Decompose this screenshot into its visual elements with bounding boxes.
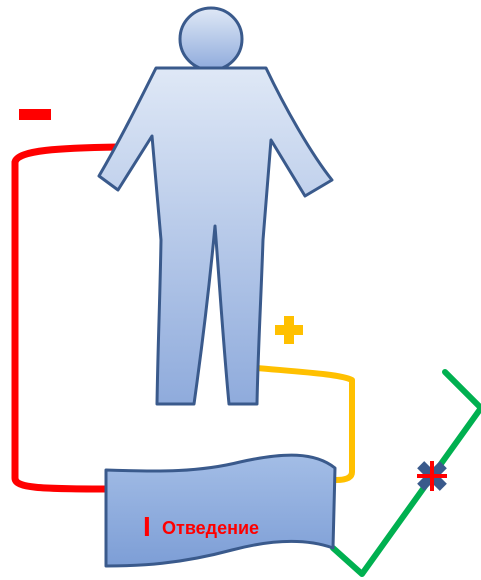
lead-label-numeral: I bbox=[143, 511, 151, 542]
negative-sign-icon bbox=[19, 109, 51, 120]
lead-label-text: Отведение bbox=[162, 518, 259, 538]
positive-sign-green-icon bbox=[417, 461, 447, 491]
lead-banner-icon bbox=[104, 453, 337, 568]
positive-sign-yellow-icon bbox=[275, 316, 303, 344]
figure-head bbox=[178, 6, 244, 72]
figure-body bbox=[97, 66, 334, 406]
negative-wire bbox=[11, 143, 122, 493]
positive-wire-yellow bbox=[243, 364, 355, 483]
human-figure-icon bbox=[97, 6, 334, 406]
green-wire bbox=[330, 369, 481, 577]
